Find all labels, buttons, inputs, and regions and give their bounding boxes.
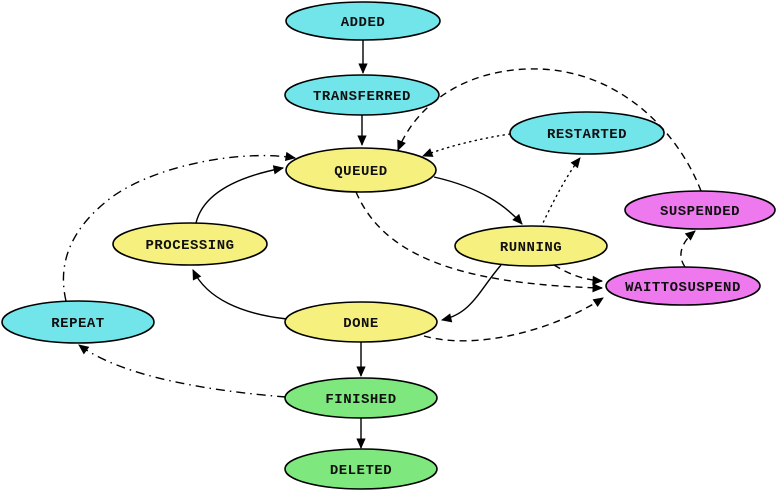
edge-processing-queued [195,165,285,224]
edge-queued-waittosuspend [355,191,604,293]
state-ellipse-running [454,225,608,267]
state-ellipse-transferred [284,74,440,116]
state-node-suspended: SUSPENDED [624,190,776,230]
state-ellipse-repeat [1,300,155,344]
state-ellipse-waittosuspend [605,266,761,306]
state-ellipse-finished [284,377,438,419]
state-ellipse-processing [112,222,268,266]
state-node-queued: QUEUED [285,147,437,193]
state-ellipse-deleted [284,448,438,490]
edge-restarted-queued [422,133,511,157]
state-ellipse-queued [285,147,437,193]
state-node-added: ADDED [285,1,441,41]
state-node-waittosuspend: WAITTOSUSPEND [605,266,761,306]
edge-done-processing [192,269,288,320]
state-node-done: DONE [284,301,438,343]
state-label-deleted: DELETED [330,463,392,479]
edge-done-waittosuspend [423,297,604,342]
edge-running-restarted [540,157,581,228]
state-ellipse-restarted [509,111,665,155]
state-label-running: RUNNING [500,240,562,256]
state-label-queued: QUEUED [334,164,387,180]
state-label-waittosuspend: WAITTOSUSPEND [625,280,741,296]
state-node-transferred: TRANSFERRED [284,74,440,116]
state-node-deleted: DELETED [284,448,438,490]
state-label-suspended: SUSPENDED [660,204,740,220]
state-ellipse-done [284,301,438,343]
state-ellipse-suspended [624,190,776,230]
state-node-restarted: RESTARTED [509,111,665,155]
edge-finished-repeat [78,344,287,398]
state-label-repeat: REPEAT [51,316,104,332]
state-label-done: DONE [343,316,379,332]
edge-suspended-queued [397,68,702,192]
state-ellipse-added [285,1,441,41]
state-label-processing: PROCESSING [145,238,234,254]
edge-running-done [440,264,502,323]
state-label-restarted: RESTARTED [547,127,627,143]
edge-waittosuspend-suspended [680,230,696,268]
state-label-added: ADDED [341,15,386,31]
state-node-processing: PROCESSING [112,222,268,266]
state-label-transferred: TRANSFERRED [313,89,411,105]
state-label-finished: FINISHED [325,392,396,408]
state-node-repeat: REPEAT [1,300,155,344]
edge-running-waittosuspend [553,264,604,286]
edge-queued-running [433,176,523,225]
state-node-running: RUNNING [454,225,608,267]
state-node-finished: FINISHED [284,377,438,419]
